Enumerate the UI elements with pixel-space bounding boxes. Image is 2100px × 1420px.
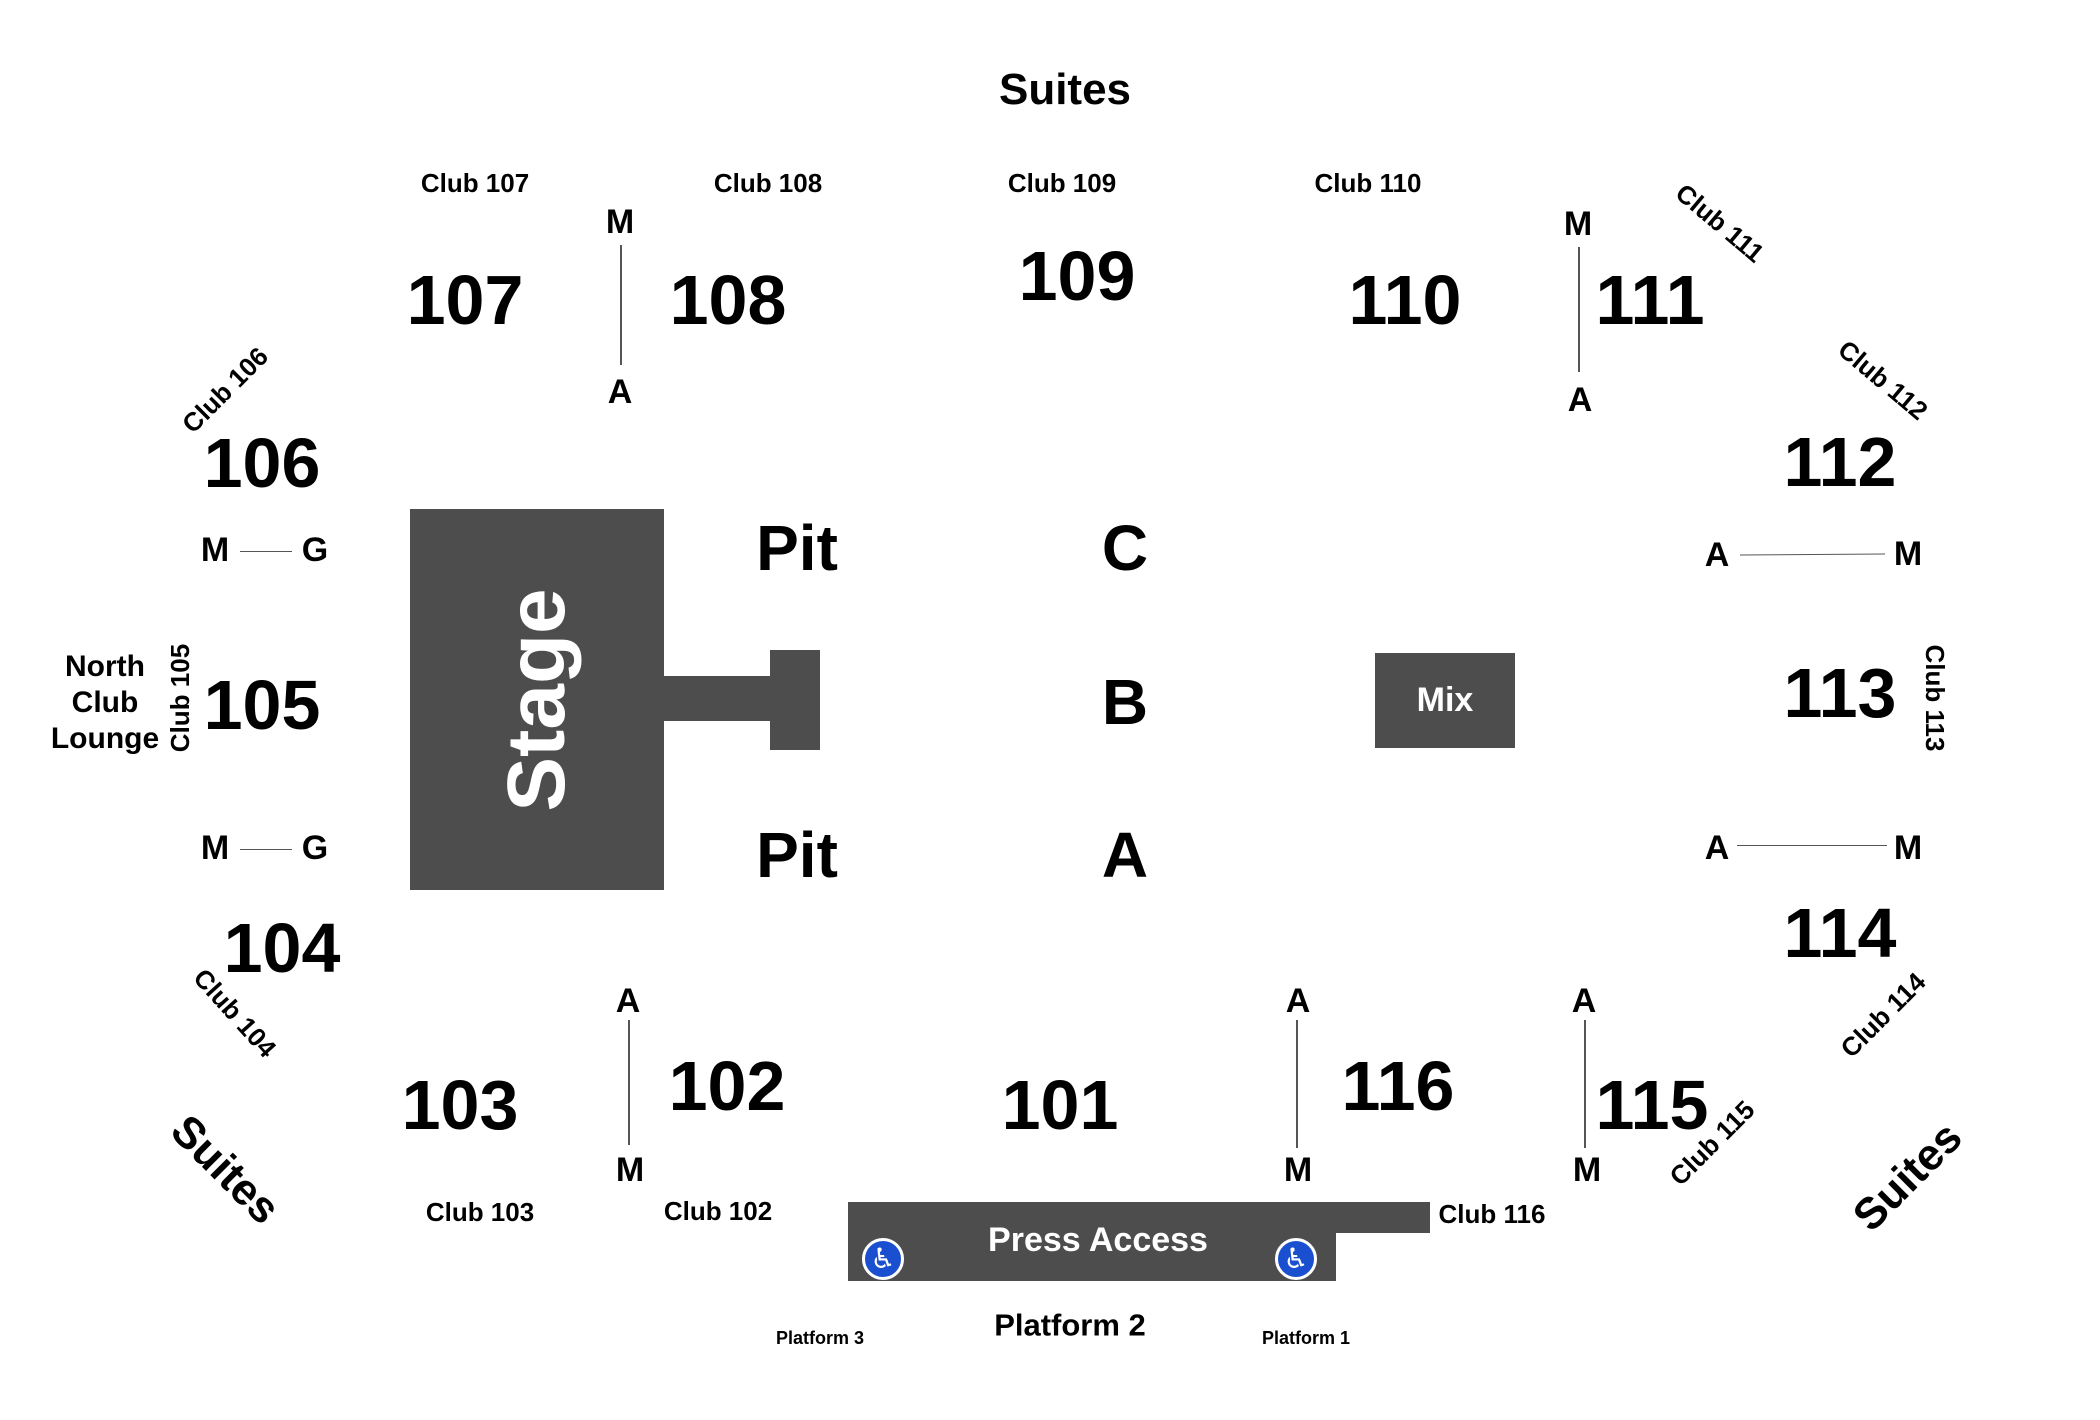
row-m-marker: M (200, 531, 230, 569)
platform-2-label: Platform 2 (994, 1307, 1146, 1343)
section-102[interactable]: 102 (668, 1047, 786, 1125)
row-m-marker: M (1563, 205, 1593, 243)
floor-b[interactable]: B (1101, 666, 1149, 738)
pit-upper[interactable]: Pit (756, 512, 838, 584)
section-111[interactable]: 111 (1595, 261, 1705, 339)
press-access-label: Press Access (988, 1221, 1208, 1259)
club-109-label: Club 109 (1007, 168, 1117, 198)
aisle-line (240, 551, 292, 552)
section-108[interactable]: 108 (669, 261, 787, 339)
platform-3-label: Platform 3 (775, 1328, 865, 1348)
row-m-marker: M (605, 203, 635, 241)
floor-a[interactable]: A (1101, 819, 1149, 891)
club-113-label: Club 113 (1920, 644, 1950, 752)
aisle-line (1578, 247, 1580, 372)
mix-label: Mix (1416, 681, 1474, 719)
stage-label: Stage (491, 588, 582, 812)
row-a-marker: A (1704, 536, 1730, 574)
suites-label-bottom-left: Suites (161, 1105, 290, 1234)
section-112[interactable]: 112 (1783, 423, 1897, 501)
aisle-line (1739, 553, 1886, 556)
north-club-lounge[interactable]: North Club Lounge (50, 650, 160, 755)
club-107-label: Club 107 (420, 168, 530, 198)
section-110[interactable]: 110 (1348, 261, 1462, 339)
stage-thrust (770, 650, 820, 750)
pit-lower[interactable]: Pit (756, 819, 838, 891)
stage[interactable] (410, 509, 664, 890)
club-108-label: Club 108 (713, 168, 823, 198)
section-101[interactable]: 101 (1001, 1066, 1119, 1144)
row-a-marker: A (1567, 381, 1593, 419)
aisle-line (1737, 845, 1887, 846)
wheelchair-icon: ♿ (862, 1238, 904, 1280)
stage-runway (662, 676, 772, 721)
section-115[interactable]: 115 (1595, 1066, 1709, 1144)
row-a-marker: A (1571, 982, 1597, 1020)
club-102-label: Club 102 (663, 1196, 773, 1226)
club-111-label: Club 111 (1669, 177, 1771, 269)
press-access-area[interactable] (848, 1202, 1336, 1281)
section-105[interactable]: 105 (203, 666, 321, 744)
row-m-marker: M (1893, 829, 1923, 867)
club-103-label: Club 103 (425, 1197, 535, 1227)
club-114-label: Club 114 (1834, 966, 1932, 1064)
floor-c[interactable]: C (1101, 512, 1149, 584)
row-m-marker: M (615, 1151, 645, 1189)
section-103[interactable]: 103 (401, 1066, 519, 1144)
wheelchair-icon: ♿ (1275, 1238, 1317, 1280)
section-104[interactable]: 104 (223, 909, 341, 987)
press-access-extension (1334, 1202, 1430, 1233)
section-107[interactable]: 107 (406, 261, 524, 339)
club-116-label: Club 116 (1438, 1199, 1546, 1229)
section-113[interactable]: 113 (1783, 654, 1897, 732)
row-a-marker: A (607, 373, 633, 411)
row-a-marker: A (1285, 982, 1311, 1020)
club-110-label: Club 110 (1314, 168, 1422, 198)
aisle-line (620, 245, 622, 365)
row-m-marker: M (1283, 1151, 1313, 1189)
suites-label-bottom-right: Suites (1843, 1112, 1972, 1241)
section-106[interactable]: 106 (203, 424, 321, 502)
row-m-marker: M (1572, 1151, 1602, 1189)
row-a-marker: A (615, 982, 641, 1020)
aisle-line (628, 1020, 630, 1145)
aisle-line (1296, 1020, 1298, 1148)
section-116[interactable]: 116 (1341, 1047, 1455, 1125)
club-112-label: Club 112 (1832, 334, 1934, 426)
aisle-line (1584, 1020, 1586, 1148)
row-m-marker: M (200, 829, 230, 867)
platform-1-label: Platform 1 (1261, 1328, 1351, 1348)
section-109[interactable]: 109 (1018, 237, 1136, 315)
row-m-marker: M (1893, 535, 1923, 573)
section-114[interactable]: 114 (1783, 894, 1897, 972)
row-g-marker: G (301, 531, 329, 569)
mix-position (1375, 653, 1515, 748)
suites-label-top: Suites (998, 65, 1132, 114)
row-g-marker: G (301, 829, 329, 867)
row-a-marker: A (1704, 829, 1730, 867)
aisle-line (240, 849, 292, 850)
